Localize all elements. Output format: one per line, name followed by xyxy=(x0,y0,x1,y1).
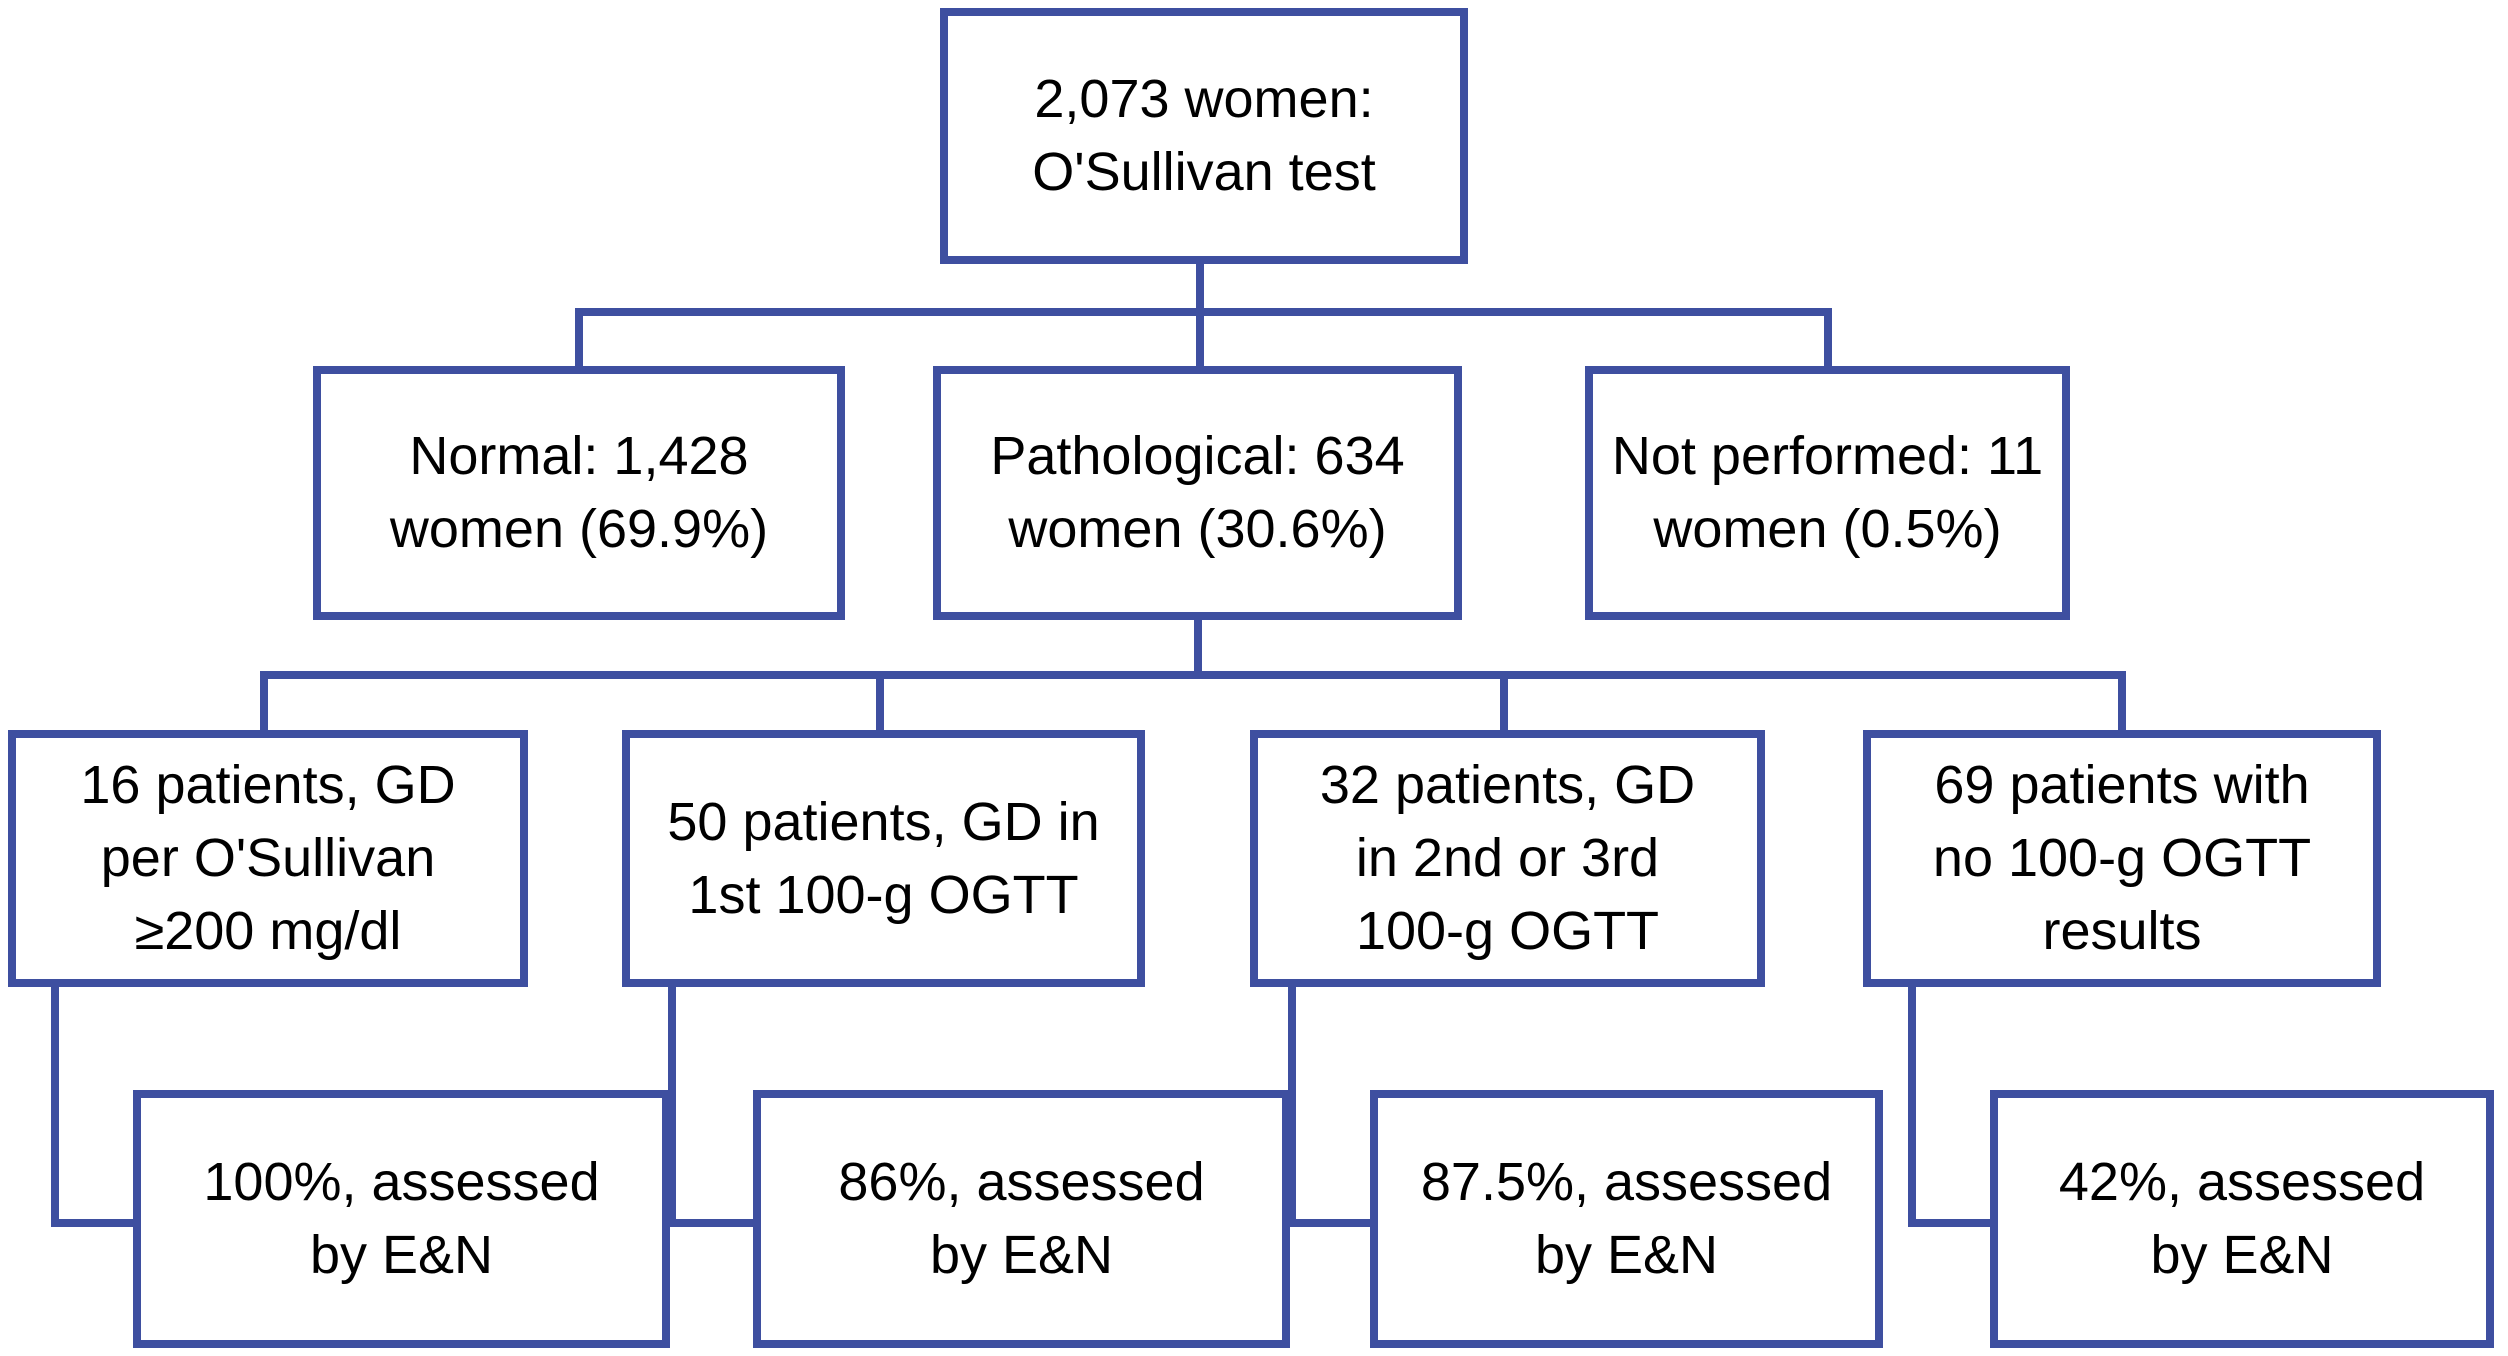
node-gd-osullivan-line-1: 16 patients, GD xyxy=(80,755,456,815)
node-not-performed: Not performed: 11 women (0.5%) xyxy=(1585,366,2070,620)
connector-elbow-gd-osullivan-v xyxy=(51,987,59,1227)
node-assessed-87-5-line-2: by E&N xyxy=(1534,1225,1719,1285)
connector-elbow-gd-first-ogtt-v xyxy=(668,987,676,1227)
node-no-ogtt-results-line-2: no 100-g OGTT xyxy=(1932,828,2312,888)
node-root: 2,073 women: O'Sullivan test xyxy=(940,8,1468,264)
connector-drop-no-ogtt xyxy=(2118,671,2126,730)
node-normal-label: Normal: 1,428 women (69.9%) xyxy=(390,420,768,566)
node-assessed-86-line-2: by E&N xyxy=(929,1225,1114,1285)
node-not-performed-line-2: women (0.5%) xyxy=(1653,499,2002,559)
node-pathological-label: Pathological: 634 women (30.6%) xyxy=(990,420,1404,566)
node-gd-second-third-ogtt: 32 patients, GD in 2nd or 3rd 100-g OGTT xyxy=(1250,730,1765,987)
node-gd-second-third-ogtt-label: 32 patients, GD in 2nd or 3rd 100-g OGTT xyxy=(1320,749,1695,968)
node-no-ogtt-results-label: 69 patients with no 100-g OGTT results xyxy=(1933,749,2311,968)
connector-elbow-no-ogtt-v xyxy=(1908,987,1916,1227)
node-normal: Normal: 1,428 women (69.9%) xyxy=(313,366,845,620)
node-assessed-42-line-2: by E&N xyxy=(2150,1225,2334,1285)
node-pathological: Pathological: 634 women (30.6%) xyxy=(933,366,1462,620)
node-assessed-100-label: 100%, assessed by E&N xyxy=(203,1146,599,1292)
node-gd-second-third-ogtt-line-2: in 2nd or 3rd xyxy=(1355,828,1660,888)
node-assessed-86-label: 86%, assessed by E&N xyxy=(838,1146,1204,1292)
connector-pathological-stem xyxy=(1194,620,1202,679)
node-assessed-100-line-2: by E&N xyxy=(309,1225,494,1285)
node-pathological-line-1: Pathological: 634 xyxy=(990,426,1405,486)
node-no-ogtt-results-line-1: 69 patients with xyxy=(1934,755,2310,815)
node-gd-second-third-ogtt-line-1: 32 patients, GD xyxy=(1319,755,1696,815)
connector-drop-normal xyxy=(575,308,583,366)
node-gd-first-ogtt-line-1: 50 patients, GD in xyxy=(667,791,1100,852)
node-no-ogtt-results-line-3: results xyxy=(2042,901,2202,961)
node-normal-line-2: women (69.9%) xyxy=(389,499,769,559)
connector-elbow-gd-osullivan-h xyxy=(51,1219,141,1227)
node-gd-first-ogtt: 50 patients, GD in 1st 100-g OGTT xyxy=(622,730,1145,987)
connector-elbow-gd-second-third-h xyxy=(1288,1219,1378,1227)
node-normal-line-1: Normal: 1,428 xyxy=(409,426,749,486)
connector-elbow-gd-second-third-v xyxy=(1288,987,1296,1227)
connector-level2-rail xyxy=(575,308,1832,316)
node-not-performed-label: Not performed: 11 women (0.5%) xyxy=(1612,420,2043,566)
node-assessed-87-5-label: 87.5%, assessed by E&N xyxy=(1421,1146,1832,1292)
node-gd-second-third-ogtt-line-3: 100-g OGTT xyxy=(1355,901,1660,961)
node-assessed-100-line-1: 100%, assessed xyxy=(203,1152,600,1212)
node-assessed-100: 100%, assessed by E&N xyxy=(133,1090,670,1348)
node-root-line-2: O'Sullivan test xyxy=(1032,142,1376,202)
node-gd-osullivan: 16 patients, GD per O'Sullivan ≥200 mg/d… xyxy=(8,730,528,987)
connector-drop-gd-osullivan xyxy=(260,671,268,730)
node-gd-first-ogtt-line-2: 1st 100-g OGTT xyxy=(688,864,1079,925)
connector-elbow-no-ogtt-h xyxy=(1908,1219,1998,1227)
node-assessed-42: 42%, assessed by E&N xyxy=(1990,1090,2494,1348)
node-not-performed-line-1: Not performed: 11 xyxy=(1611,426,2044,486)
connector-elbow-gd-first-ogtt-h xyxy=(668,1219,760,1227)
connector-level3-rail xyxy=(260,671,2126,679)
node-gd-osullivan-line-3: ≥200 mg/dl xyxy=(134,901,402,961)
node-gd-osullivan-label: 16 patients, GD per O'Sullivan ≥200 mg/d… xyxy=(80,749,455,968)
node-assessed-86-line-1: 86%, assessed xyxy=(838,1152,1205,1212)
node-assessed-87-5-line-1: 87.5%, assessed xyxy=(1420,1152,1833,1212)
node-gd-osullivan-line-2: per O'Sullivan xyxy=(100,828,436,888)
node-assessed-42-label: 42%, assessed by E&N xyxy=(2059,1146,2425,1292)
node-root-line-1: 2,073 women: xyxy=(1034,69,1374,129)
node-no-ogtt-results: 69 patients with no 100-g OGTT results xyxy=(1863,730,2381,987)
node-gd-first-ogtt-label: 50 patients, GD in 1st 100-g OGTT xyxy=(667,786,1099,932)
connector-drop-gd-first-ogtt xyxy=(876,671,884,730)
connector-drop-not-performed xyxy=(1824,308,1832,366)
node-assessed-42-line-1: 42%, assessed xyxy=(2058,1152,2426,1212)
node-pathological-line-2: women (30.6%) xyxy=(1008,499,1387,559)
node-root-label: 2,073 women: O'Sullivan test xyxy=(1032,63,1375,209)
node-assessed-86: 86%, assessed by E&N xyxy=(753,1090,1290,1348)
connector-drop-gd-second-third xyxy=(1500,671,1508,730)
node-assessed-87-5: 87.5%, assessed by E&N xyxy=(1370,1090,1883,1348)
